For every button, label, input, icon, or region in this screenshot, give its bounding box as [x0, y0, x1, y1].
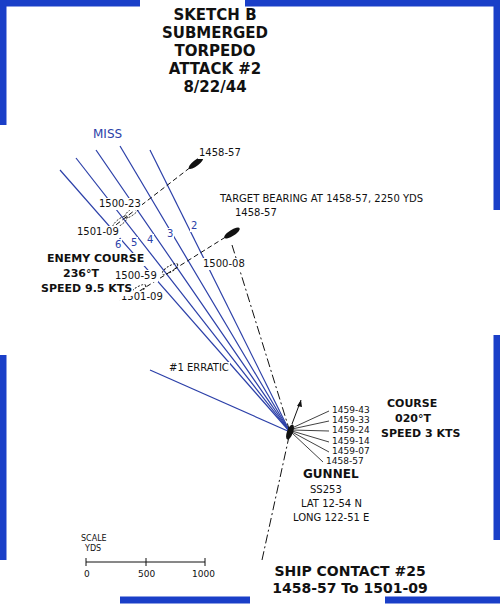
sketch-label: 1459-07 [331, 446, 371, 456]
sketch-label: TARGET BEARING AT 1458-57, 2250 YDS [219, 193, 424, 205]
sketch-label: COURSE [386, 398, 438, 411]
sketch-label: 3 [166, 228, 174, 240]
sketch-label: 2 [190, 220, 198, 232]
sketch-label: LAT 12-54 N [300, 498, 363, 510]
sketch-label: 1459-24 [331, 425, 371, 435]
sketch-label: YDS [84, 544, 102, 553]
sketch-label: 500 [137, 569, 156, 579]
sketch-label: 1458-57 [198, 147, 242, 159]
sketch-label: 1501-09 [76, 226, 120, 238]
sketch-label: 1500-23 [98, 198, 142, 210]
sketch-title: SKETCH B SUBMERGED TORPEDO ATTACK #2 8/2… [150, 6, 280, 96]
sketch-label: 1000 [191, 569, 216, 579]
enemy-tracks [108, 163, 240, 302]
enemy-ships [111, 155, 241, 304]
sketch-label: 1459-43 [331, 405, 371, 415]
sketch-label: #1 ERRATIC [168, 362, 230, 374]
time-leaders [292, 411, 329, 462]
sketch-label: 236°T [62, 268, 100, 281]
sketch-label: SS253 [309, 484, 343, 496]
sketch-label: MISS [92, 128, 123, 142]
sketch-label: GUNNEL [302, 468, 360, 482]
sketch-label: ENEMY COURSE [46, 253, 145, 266]
sketch-label: SPEED 3 KTS [380, 428, 461, 441]
sketch-label: 5 [130, 237, 138, 249]
sketch-label: 1458-57 [234, 207, 278, 219]
sketch-label: 020°T [394, 413, 432, 426]
sketch-label: 6 [114, 239, 122, 251]
target-bearing-line [232, 245, 290, 560]
sketch-label: 4 [146, 234, 154, 246]
contact-caption: SHIP CONTACT #25 1458-57 To 1501-09 [250, 563, 450, 597]
sketch-label: 1459-33 [331, 415, 371, 425]
sketch-label: SCALE [80, 534, 108, 543]
sketch-label: 1500-08 [202, 258, 246, 270]
sketch-label: SPEED 9.5 KTS [40, 283, 133, 296]
sketch-label: 0 [83, 569, 91, 579]
sketch-label: 1459-14 [331, 436, 371, 446]
sketch-label: 1500-59 [114, 270, 158, 282]
scale-bar [86, 558, 205, 566]
sketch-label: LONG 122-51 E [292, 512, 370, 524]
sketch-label: 1458-57 [325, 456, 365, 466]
